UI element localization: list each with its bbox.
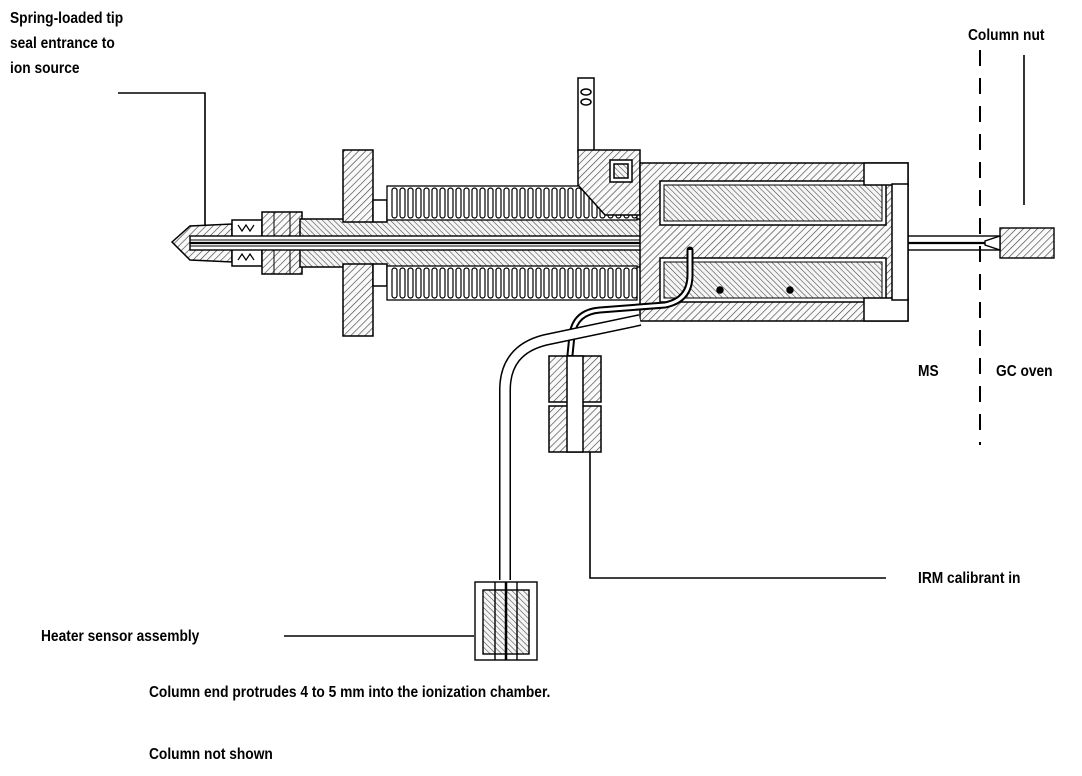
bellows-fin xyxy=(543,187,550,219)
bellows-fin xyxy=(543,267,550,299)
label-irm-calibrant: IRM calibrant in xyxy=(918,570,1021,587)
bellows-fins xyxy=(391,187,638,299)
bellows-fin xyxy=(439,187,446,219)
label-gc-oven: GC oven xyxy=(996,363,1053,380)
label-ms: MS xyxy=(918,363,939,380)
bellows-fin xyxy=(439,267,446,299)
bellows-fin xyxy=(431,187,438,219)
heated-tube xyxy=(189,218,1041,268)
heater-connector xyxy=(474,581,538,661)
note-column-not-shown: Column not shown xyxy=(149,746,273,763)
bellows-fin xyxy=(423,187,430,219)
bellows-fin xyxy=(559,187,566,219)
bellows-fin xyxy=(415,267,422,299)
bellows-fin xyxy=(431,267,438,299)
bellows-fin xyxy=(495,187,502,219)
column-nut xyxy=(984,227,1055,259)
bellows-fin xyxy=(455,267,462,299)
bellows-fin xyxy=(551,187,558,219)
label-heater-sensor: Heater sensor assembly xyxy=(41,628,200,645)
bellows-fin xyxy=(503,187,510,219)
bellows-fin xyxy=(591,267,598,299)
mounting-bracket xyxy=(577,77,641,216)
bellows-fin xyxy=(391,267,398,299)
bellows-fin xyxy=(391,187,398,219)
bellows-fin xyxy=(527,267,534,299)
bellows-fin xyxy=(535,187,542,219)
label-column-nut: Column nut xyxy=(968,27,1045,44)
bellows-fin xyxy=(519,267,526,299)
calibrant-line xyxy=(566,246,694,359)
bellows-fin xyxy=(463,267,470,299)
bellows-fin xyxy=(631,267,638,299)
bellows-fin xyxy=(503,267,510,299)
bellows-fin xyxy=(471,187,478,219)
bellows-fin xyxy=(455,187,462,219)
bellows-fin xyxy=(471,267,478,299)
bellows-fin xyxy=(527,187,534,219)
label-spring-tip-line3: ion source xyxy=(10,60,80,77)
bellows-fin xyxy=(511,267,518,299)
bellows-fin xyxy=(519,187,526,219)
bellows-fin xyxy=(623,267,630,299)
irm-fitting xyxy=(548,355,602,453)
bellows-fin xyxy=(399,267,406,299)
bellows-fin xyxy=(407,187,414,219)
bellows-fin xyxy=(615,267,622,299)
bellows-fin xyxy=(463,187,470,219)
note-protrude: Column end protrudes 4 to 5 mm into the … xyxy=(149,684,551,701)
label-spring-tip-line2: seal entrance to xyxy=(10,35,115,52)
bellows-fin xyxy=(575,187,582,219)
bellows-fin xyxy=(487,187,494,219)
heater-cable xyxy=(499,314,642,580)
bellows-fin xyxy=(583,267,590,299)
bellows-fin xyxy=(479,187,486,219)
bellows-fin xyxy=(511,187,518,219)
bellows-fin xyxy=(399,187,406,219)
bellows-fin xyxy=(567,187,574,219)
bellows-fin xyxy=(407,267,414,299)
bellows-fin xyxy=(567,267,574,299)
bellows-fin xyxy=(487,267,494,299)
bellows-fin xyxy=(447,187,454,219)
bellows-fin xyxy=(495,267,502,299)
bellows-fin xyxy=(599,267,606,299)
bellows-fin xyxy=(535,267,542,299)
bellows-fin xyxy=(551,267,558,299)
bellows-fin xyxy=(423,267,430,299)
leader-spring-tip xyxy=(118,92,206,226)
bellows-fin xyxy=(575,267,582,299)
leader-irm xyxy=(589,452,886,579)
bellows-fin xyxy=(559,267,566,299)
heater-housing xyxy=(639,162,909,322)
leader-lines xyxy=(118,55,1025,637)
bellows-fin xyxy=(479,267,486,299)
label-spring-tip: Spring-loaded tip seal entrance to ion s… xyxy=(10,6,123,81)
label-spring-tip-line1: Spring-loaded tip xyxy=(10,10,124,27)
bellows-fin xyxy=(415,187,422,219)
bellows-fin xyxy=(607,267,614,299)
bellows-fin xyxy=(447,267,454,299)
